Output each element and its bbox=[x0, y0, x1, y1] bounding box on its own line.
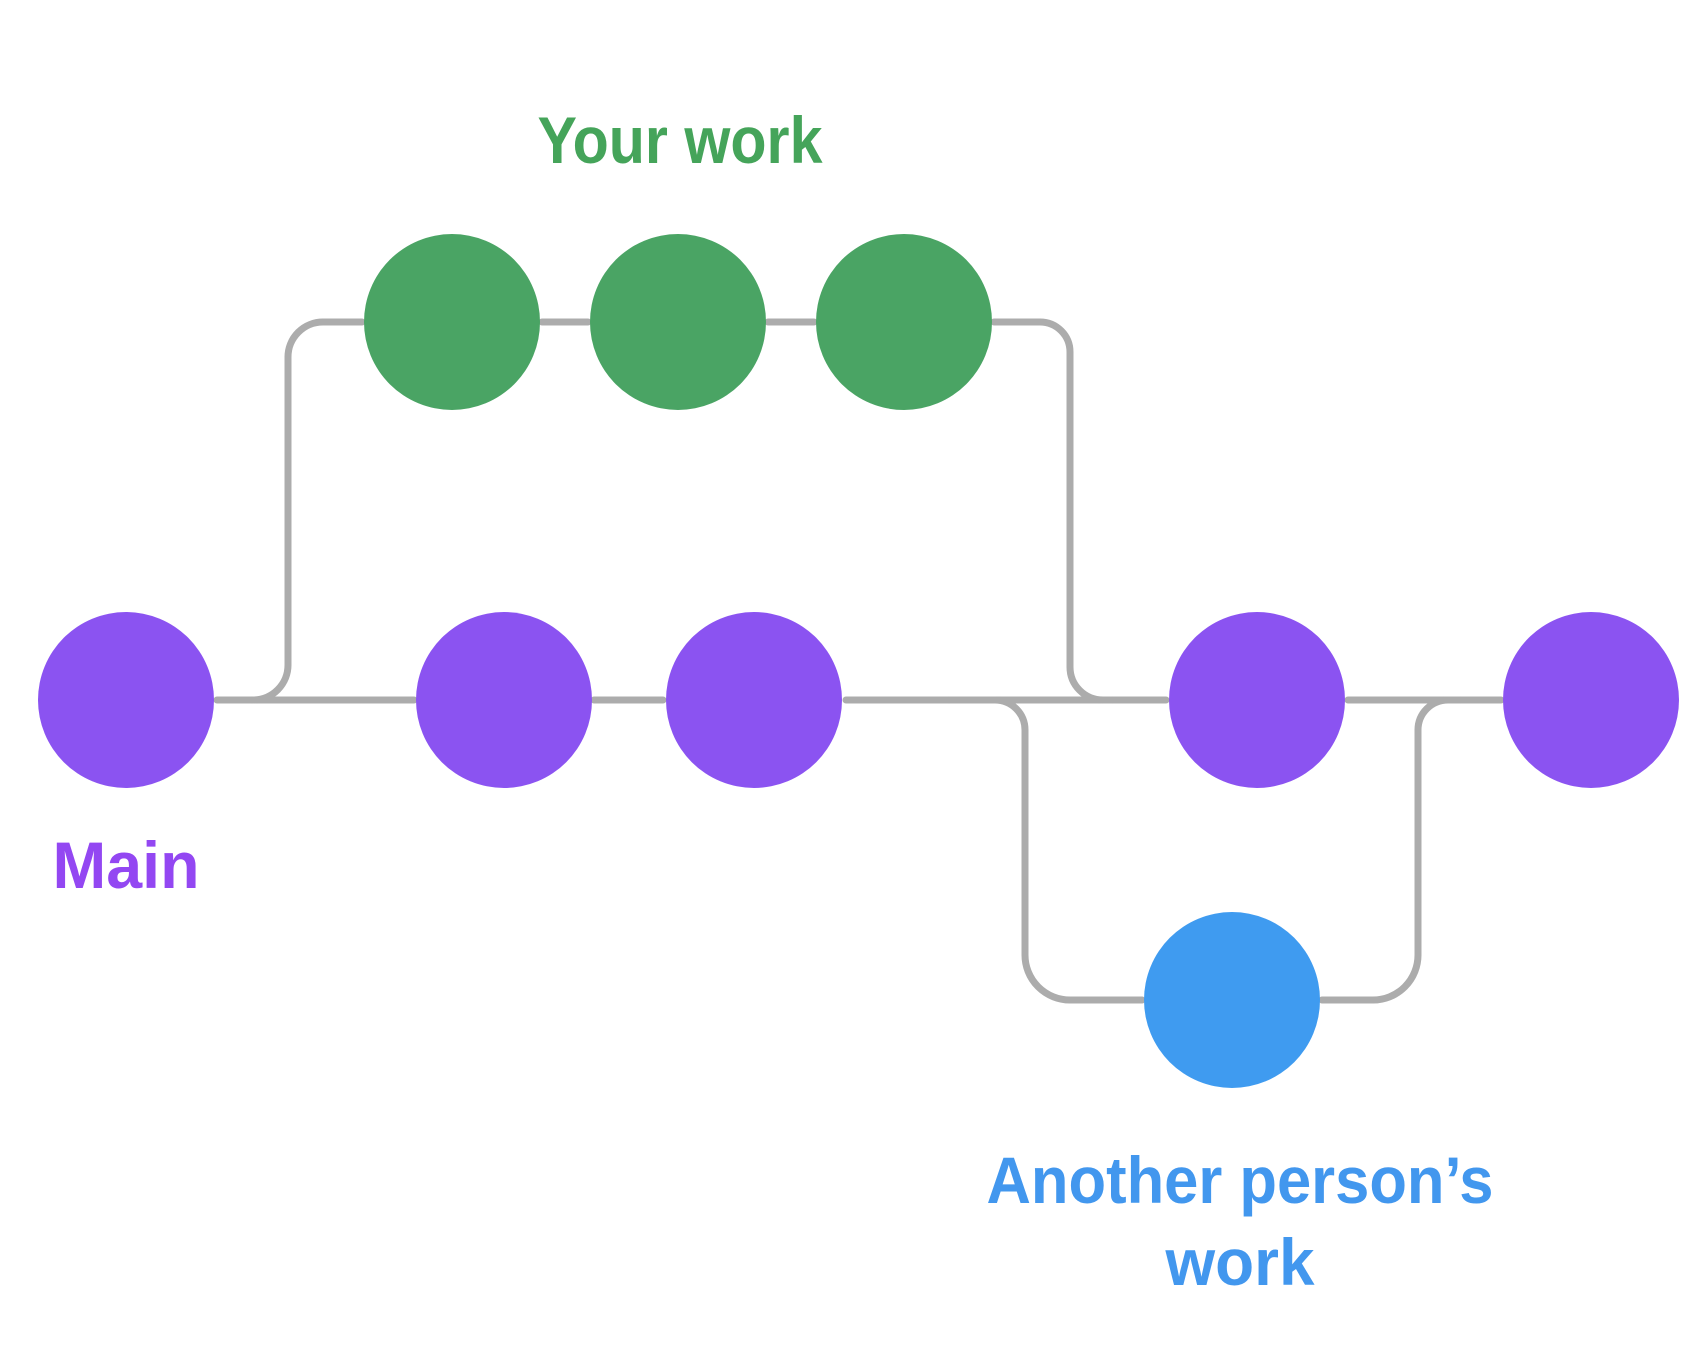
connector-merge-in-another-persons bbox=[1318, 696, 1464, 1004]
commit-node-main-2 bbox=[416, 612, 592, 788]
connector-layer bbox=[213, 318, 1505, 1004]
connector-branch-out-another-persons bbox=[946, 696, 1146, 1004]
label-your-work: Your work bbox=[538, 103, 823, 177]
commit-node-your-work-3 bbox=[816, 234, 992, 410]
label-another-persons-line2: work bbox=[1165, 1225, 1315, 1299]
label-main: Main bbox=[53, 828, 200, 902]
connector-merge-in-your-work bbox=[990, 318, 1116, 704]
connector-branch-out-your-work bbox=[249, 318, 366, 704]
commit-node-main-3 bbox=[666, 612, 842, 788]
node-layer bbox=[38, 234, 1679, 1088]
commit-node-another-persons-work-1 bbox=[1144, 912, 1320, 1088]
commit-node-main-1 bbox=[38, 612, 214, 788]
label-another-persons-line1: Another person’s bbox=[987, 1143, 1494, 1217]
commit-node-main-4 bbox=[1169, 612, 1345, 788]
commit-node-your-work-2 bbox=[590, 234, 766, 410]
label-layer: Your work Main Another person’s work bbox=[53, 103, 1494, 1299]
commit-node-main-5 bbox=[1503, 612, 1679, 788]
commit-node-your-work-1 bbox=[364, 234, 540, 410]
